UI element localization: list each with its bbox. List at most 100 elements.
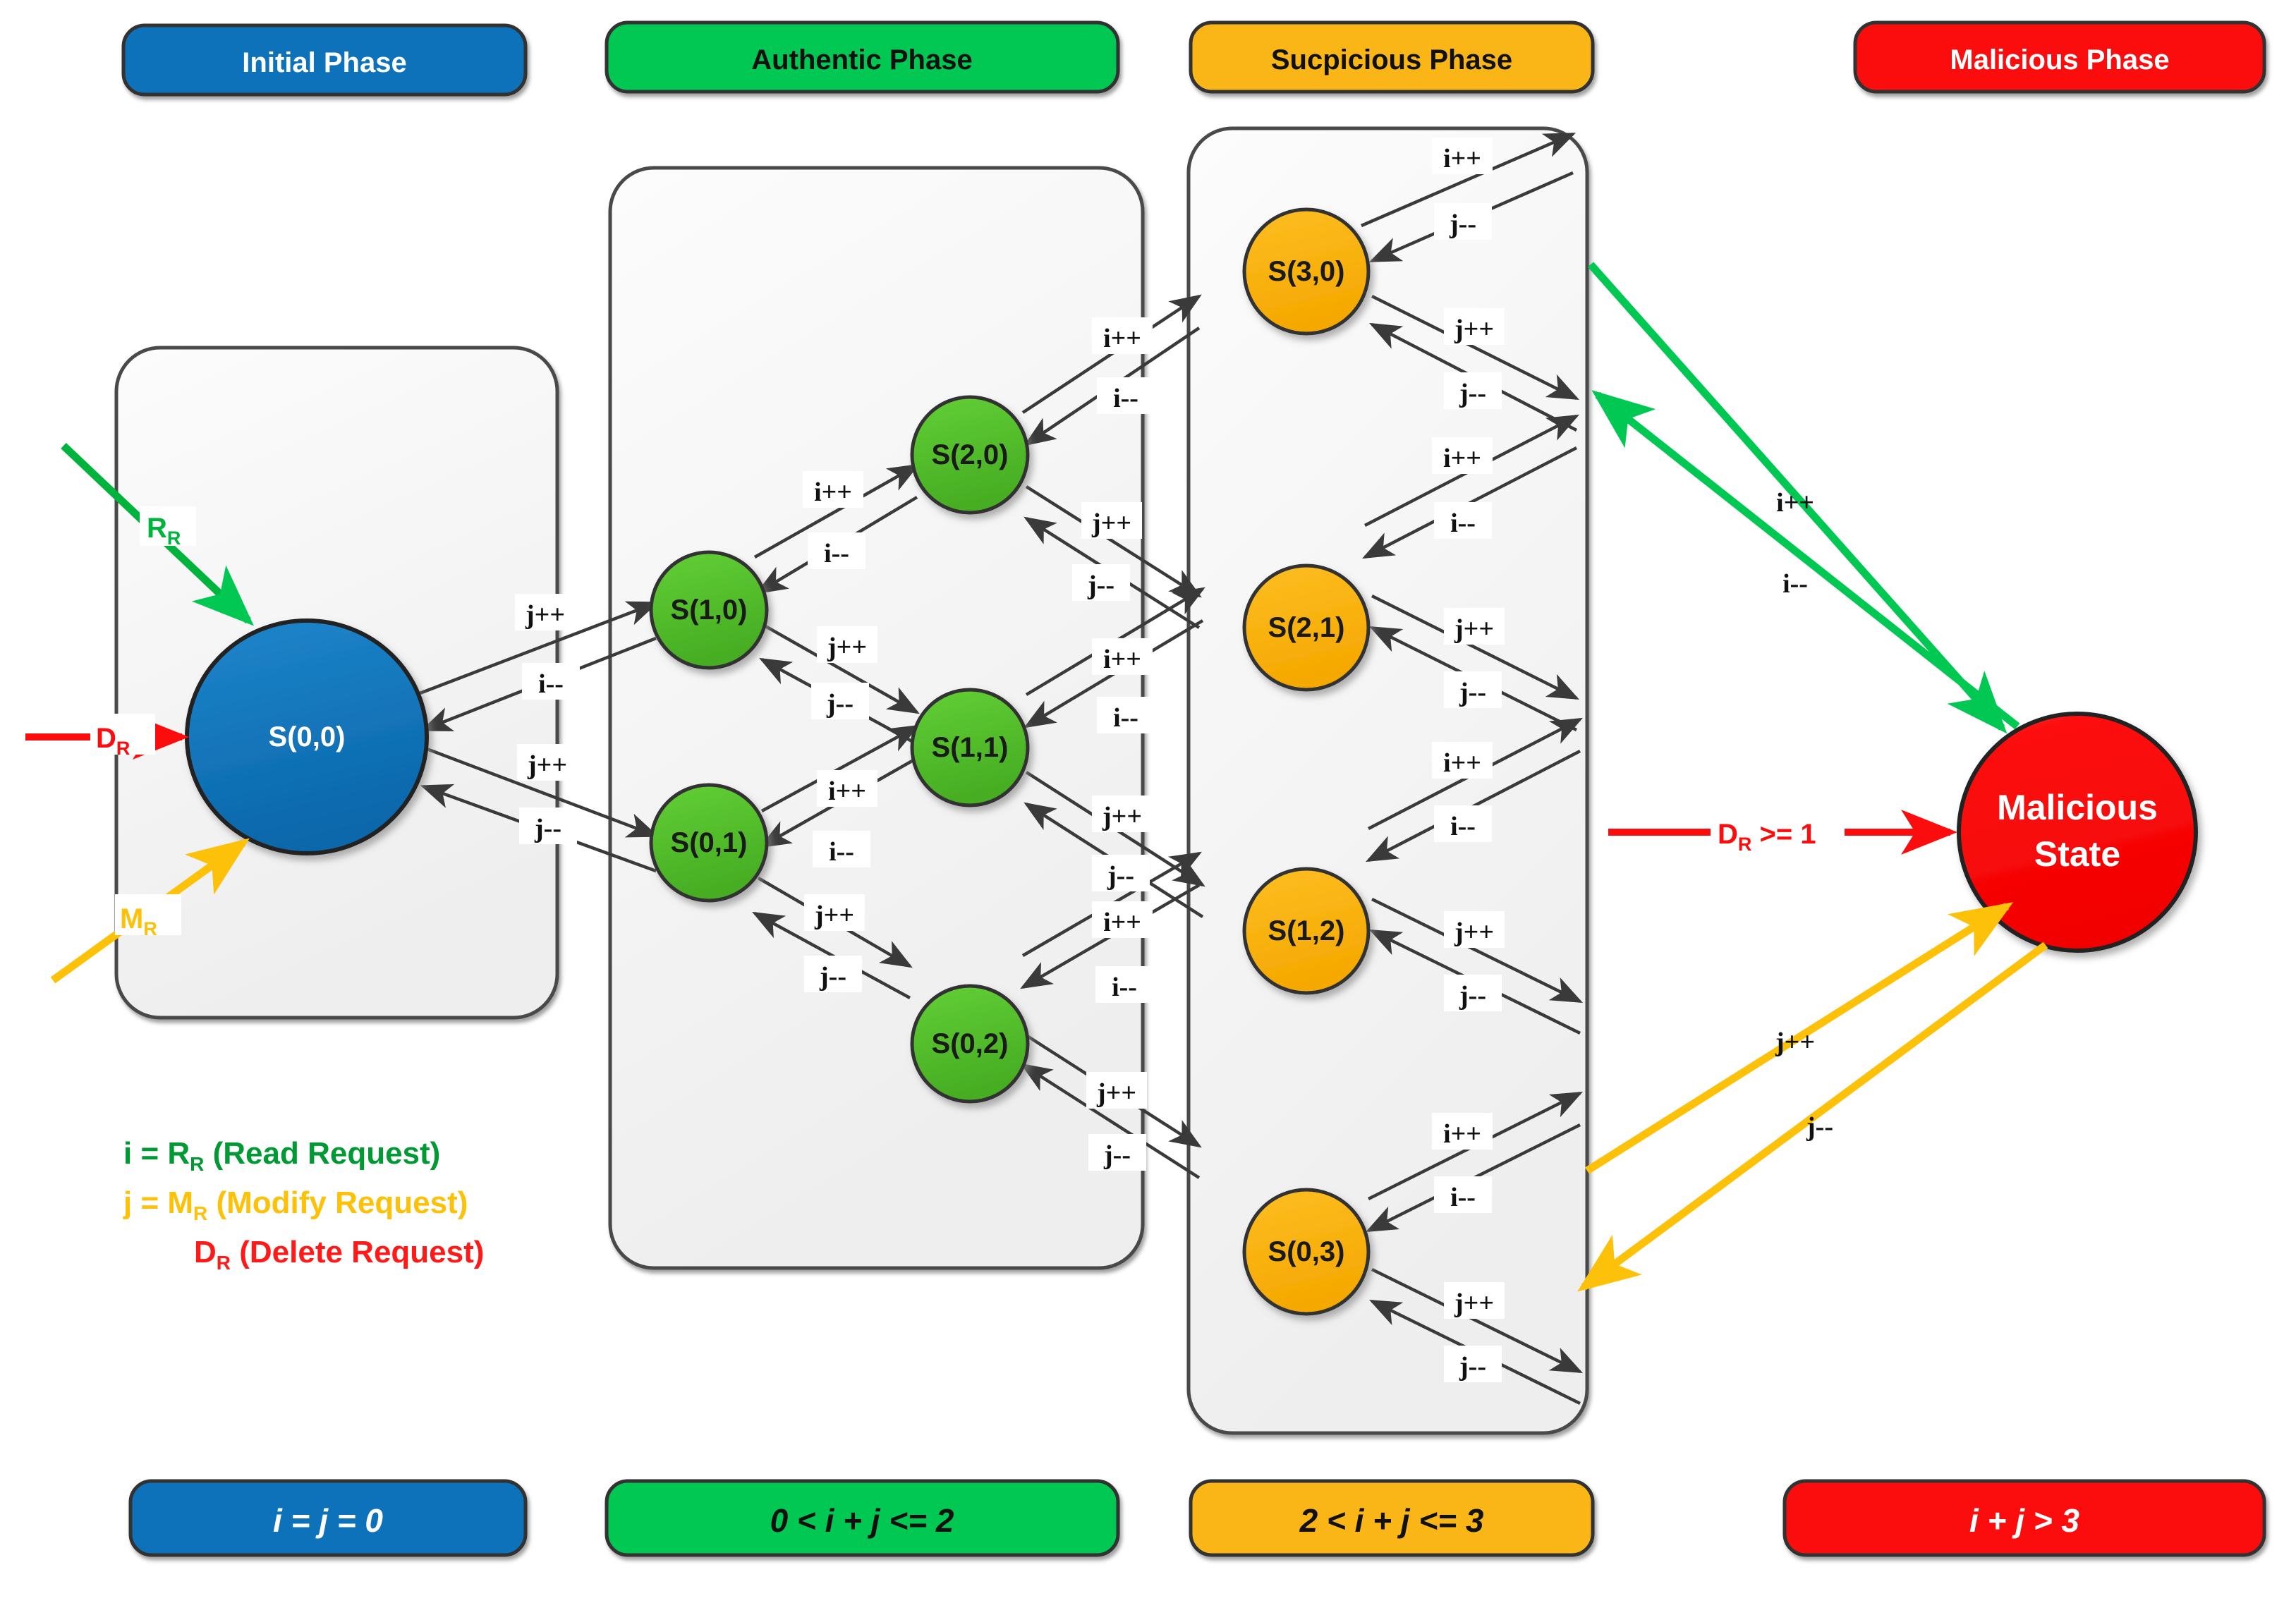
edge-label-iinc-s01-s11: i++ <box>828 776 866 806</box>
edge-label-jdec-s11-s10: j-- <box>826 689 854 719</box>
phase-pill-authentic[interactable]: Authentic Phase <box>605 20 1120 94</box>
node-s03[interactable]: S(0,3) <box>1242 1188 1371 1316</box>
edge-label-jdec-s12-in: j-- <box>1459 981 1486 1011</box>
edge-label-jinc-s30-out: j++ <box>1454 315 1494 344</box>
transition-suspicious-to-malicious-jinc <box>1585 902 2014 1174</box>
edge-label-iinc-malicious: i++ <box>1776 488 1814 518</box>
condition-pill-suspicious[interactable]: 2 < i + j <= 3 <box>1189 1479 1595 1557</box>
node-s10[interactable]: S(1,0) <box>649 550 769 670</box>
edge-label-jdec-s12-s11: j-- <box>1107 861 1134 891</box>
node-s02-label: S(0,2) <box>932 1028 1009 1059</box>
condition-pill-authentic[interactable]: 0 < i + j <= 2 <box>605 1479 1120 1557</box>
node-s21-label: S(2,1) <box>1268 612 1345 643</box>
malicious-state-label-line2: State <box>2034 834 2120 874</box>
edge-labels: j++ i-- j++ j-- i++ i-- j++ j-- i++ i-- … <box>515 138 1833 1382</box>
phase-pill-initial[interactable]: Initial Phase <box>121 23 528 97</box>
phase-pill-malicious-label: Malicious Phase <box>1950 44 2169 75</box>
edge-label-jdec-s30-in2: j-- <box>1459 379 1486 408</box>
phase-pill-suspicious[interactable]: Sucpicious Phase <box>1189 20 1595 94</box>
edge-label-iinc-s03-out: i++ <box>1443 1119 1481 1149</box>
edge-label-jdec-s21-s20: j-- <box>1087 571 1114 600</box>
edge-label-jinc-s00-s10: j++ <box>525 600 565 630</box>
malicious-state-label-line1: Malicious <box>1997 788 2158 827</box>
phase-pill-malicious[interactable]: Malicious Phase <box>1853 20 2266 94</box>
transition-malicious-to-suspicious-jdec <box>1577 941 2048 1292</box>
edge-s30-out-iinc <box>1361 132 1577 228</box>
edge-label-jinc-s21-out: j++ <box>1454 614 1494 644</box>
condition-pill-initial-label: i = j = 0 <box>273 1502 383 1539</box>
edge-label-iinc-s21-out: i++ <box>1443 444 1481 473</box>
entry-arrow-labels: RR DR MR DR >= 1 <box>90 506 1845 939</box>
edge-label-idec-s03-in: i-- <box>1450 1183 1476 1212</box>
node-s21[interactable]: S(2,1) <box>1242 563 1371 692</box>
node-s02[interactable]: S(0,2) <box>910 984 1030 1104</box>
condition-pill-malicious[interactable]: i + j > 3 <box>1782 1479 2266 1557</box>
phase-condition-pills: i = j = 0 0 < i + j <= 2 2 < i + j <= 3 … <box>128 1479 2266 1557</box>
legend-delete-request: DR (Delete Request) <box>194 1235 484 1274</box>
entry-read-label: RR <box>147 513 181 549</box>
entry-modify-label: MR <box>120 903 157 939</box>
edge-label-idec-s10-s00: i-- <box>538 669 564 699</box>
node-s01-label: S(0,1) <box>671 827 748 858</box>
edge-s21-out-jinc <box>1371 594 1580 700</box>
legend-modify-request: j = MR (Modify Request) <box>123 1186 468 1224</box>
condition-pill-malicious-label: i + j > 3 <box>1969 1502 2079 1539</box>
edge-label-jinc-s02-s03: j++ <box>1096 1078 1136 1108</box>
phase-pill-suspicious-label: Sucpicious Phase <box>1271 44 1512 75</box>
edge-label-jinc-s11-s12: j++ <box>1102 802 1142 831</box>
edge-label-idec-s12-s02: i-- <box>1112 973 1137 1002</box>
condition-pill-suspicious-label: 2 < i + j <= 3 <box>1299 1502 1484 1539</box>
edge-label-jdec-s02-s01: j-- <box>819 962 846 992</box>
phase-pill-authentic-label: Authentic Phase <box>751 44 972 75</box>
condition-pill-initial[interactable]: i = j = 0 <box>128 1479 528 1557</box>
state-nodes: S(0,0) S(1,0) S(0,1) S(2,0) S(1,1) S(0,2… <box>185 207 2198 1316</box>
node-s30-label: S(3,0) <box>1268 256 1345 287</box>
edge-label-jinc-s12-out: j++ <box>1454 918 1494 947</box>
edge-label-jinc-malicious: j++ <box>1775 1028 1815 1057</box>
phase-pill-initial-label: Initial Phase <box>242 47 406 78</box>
node-s20[interactable]: S(2,0) <box>910 395 1030 515</box>
edge-label-idec-s30-s20: i-- <box>1113 384 1138 413</box>
edge-label-jinc-s01-s02: j++ <box>814 901 854 930</box>
edge-s20-s30-iinc <box>1021 294 1202 414</box>
edge-label-jdec-s01-s00: j-- <box>534 814 561 843</box>
edge-label-jdec-s03-in: j-- <box>1459 1352 1486 1382</box>
edge-label-iinc-s30-out: i++ <box>1443 144 1481 173</box>
node-s12-label: S(1,2) <box>1268 915 1345 946</box>
node-s12[interactable]: S(1,2) <box>1242 867 1371 995</box>
edge-label-jinc-s00-s01: j++ <box>527 750 567 780</box>
edge-label-idec-s12-in: i-- <box>1450 812 1476 841</box>
entry-delete-label: DR <box>96 723 130 759</box>
group-box-authentic <box>608 166 1145 1270</box>
edge-s12-out-jinc <box>1371 897 1584 1004</box>
node-s01[interactable]: S(0,1) <box>649 783 769 903</box>
edge-label-jinc-s10-s11: j++ <box>827 633 867 662</box>
transition-malicious-to-suspicious-idec <box>1591 390 2020 730</box>
edge-label-jdec-s21-in: j-- <box>1459 678 1486 707</box>
edge-s00-s01-jinc <box>423 745 660 838</box>
edge-label-jinc-s20-s21: j++ <box>1091 508 1131 538</box>
edge-label-jdec-s03-s02: j-- <box>1103 1140 1131 1170</box>
edge-label-idec-s11-s01: i-- <box>829 837 854 867</box>
node-s11-label: S(1,1) <box>932 732 1009 763</box>
legend: i = RR (Read Request) j = MR (Modify Req… <box>123 1136 484 1274</box>
node-s20-label: S(2,0) <box>932 439 1009 470</box>
edge-label-iinc-s10-s20: i++ <box>814 477 852 507</box>
edge-label-iinc-s12-out: i++ <box>1443 748 1481 778</box>
transition-suspicious-to-malicious-iinc <box>1587 262 2008 734</box>
edge-s10-s20-iinc <box>753 463 920 559</box>
node-s00[interactable]: S(0,0) <box>185 618 429 855</box>
edge-s03-out-jinc <box>1371 1267 1584 1374</box>
condition-pill-authentic-label: 0 < i + j <= 2 <box>770 1502 954 1539</box>
phase-header-pills: Initial Phase Authentic Phase Sucpicious… <box>121 20 2266 97</box>
node-malicious-state[interactable]: Malicious State <box>1957 712 2198 953</box>
edge-s01-s11-iinc <box>760 724 920 812</box>
edge-label-iinc-s02-s12: i++ <box>1103 908 1141 937</box>
edge-label-idec-s21-in: i-- <box>1450 508 1476 538</box>
edge-label-jdec-s30-in: j-- <box>1449 209 1476 239</box>
malicious-entry-label: DR >= 1 <box>1718 819 1816 855</box>
node-s30[interactable]: S(3,0) <box>1242 207 1371 336</box>
node-s11[interactable]: S(1,1) <box>910 688 1030 807</box>
edge-s30-out-jinc <box>1371 294 1580 401</box>
